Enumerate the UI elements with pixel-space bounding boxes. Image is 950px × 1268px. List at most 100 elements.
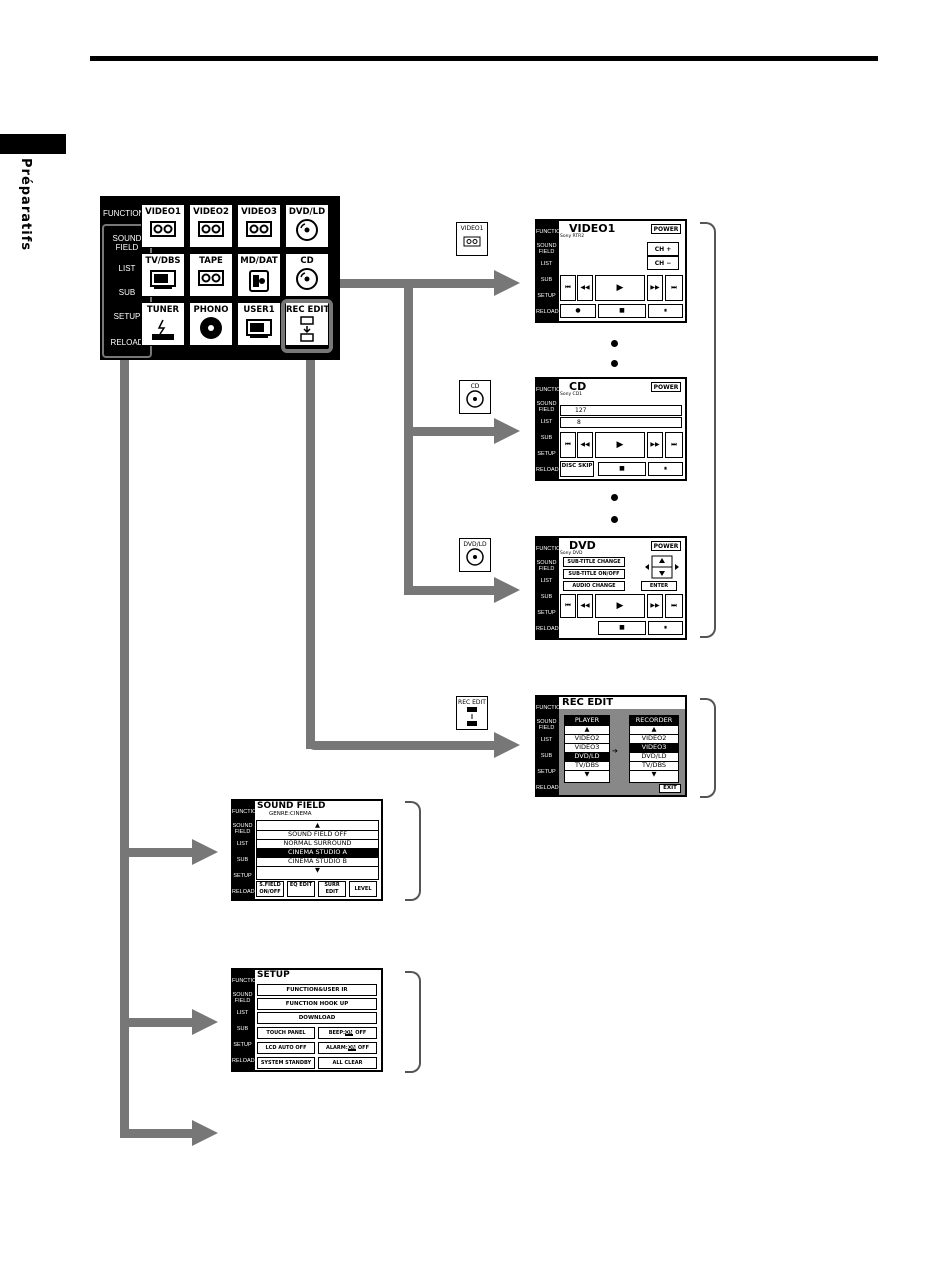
screen-menu-sound-field[interactable]: SOUND FIELD (536, 243, 557, 255)
screen-menu-list[interactable]: LIST (540, 578, 553, 584)
exit-button[interactable]: EXIT (659, 784, 681, 793)
screen-menu-sub[interactable]: SUB (236, 1026, 249, 1032)
scroll-up-icon[interactable]: ▲ (565, 725, 609, 735)
eq-edit-button[interactable]: EQ EDIT (287, 881, 315, 897)
screen-menu-function[interactable]: FUNCTION (232, 809, 261, 815)
enter-button[interactable]: ENTER (641, 581, 677, 591)
tile-phono[interactable]: PHONO (189, 302, 233, 346)
tile-dvd-ld[interactable]: DVD/LD (285, 204, 329, 248)
screen-menu-list[interactable]: LIST (540, 419, 553, 425)
screen-menu-list[interactable]: LIST (540, 737, 553, 743)
subtitle-onoff-button[interactable]: SUB-TITLE ON/OFF (563, 569, 625, 579)
alarm-toggle[interactable]: ALARM:ON OFF (318, 1042, 377, 1054)
screen-menu-setup[interactable]: SETUP (537, 451, 556, 457)
menu-sound-field[interactable]: SOUND FIELD (112, 234, 142, 252)
scroll-down-icon[interactable]: ▼ (315, 866, 320, 874)
tile-rec-edit[interactable]: REC EDIT (285, 302, 329, 346)
screen-menu-sound-field[interactable]: SOUND FIELD (232, 992, 253, 1004)
list-item[interactable]: TV/DBS (630, 761, 678, 771)
screen-menu-reload[interactable]: RELOAD (232, 1058, 255, 1064)
screen-menu-setup[interactable]: SETUP (537, 610, 556, 616)
screen-menu-sound-field[interactable]: SOUND FIELD (536, 560, 557, 572)
power-button[interactable]: POWER (651, 541, 681, 551)
function-hook-up-button[interactable]: FUNCTION HOOK UP (257, 998, 377, 1010)
fast-forward-button[interactable]: ▶▶ (647, 275, 663, 301)
all-clear-button[interactable]: ALL CLEAR (318, 1057, 377, 1069)
screen-menu-list[interactable]: LIST (540, 261, 553, 267)
previous-button[interactable]: ⏮ (560, 594, 576, 618)
pause-button[interactable]: ⏸ (648, 462, 683, 476)
next-button[interactable]: ⏭ (665, 275, 683, 301)
screen-menu-reload[interactable]: RELOAD (536, 467, 559, 473)
channel-down-button[interactable]: CH − (647, 256, 679, 270)
screen-menu-setup[interactable]: SETUP (537, 769, 556, 775)
disc-skip-button[interactable]: DISC SKIP (560, 461, 594, 477)
level-button[interactable]: LEVEL (349, 881, 377, 897)
tile-tuner[interactable]: TUNER (141, 302, 185, 346)
screen-menu-sub[interactable]: SUB (540, 753, 553, 759)
tile-user1[interactable]: USER1 (237, 302, 281, 346)
screen-menu-sound-field[interactable]: SOUND FIELD (232, 823, 253, 835)
rewind-button[interactable]: ◀◀ (577, 275, 593, 301)
stop-button[interactable]: ■ (598, 304, 646, 318)
menu-sub[interactable]: SUB (118, 288, 136, 297)
screen-menu-sub[interactable]: SUB (540, 277, 553, 283)
rewind-button[interactable]: ◀◀ (577, 594, 593, 618)
next-button[interactable]: ⏭ (665, 432, 683, 458)
screen-menu-list[interactable]: LIST (236, 841, 249, 847)
scroll-up-icon[interactable]: ▲ (630, 725, 678, 735)
screen-menu-function[interactable]: FUNCTION (536, 387, 565, 393)
screen-menu-sub[interactable]: SUB (236, 857, 249, 863)
tile-video2[interactable]: VIDEO2 (189, 204, 233, 248)
screen-menu-setup[interactable]: SETUP (233, 873, 252, 879)
screen-menu-setup[interactable]: SETUP (537, 293, 556, 299)
pause-button[interactable]: ⏸ (648, 304, 683, 318)
function-user-ir-button[interactable]: FUNCTION&USER IR (257, 984, 377, 996)
screen-menu-reload[interactable]: RELOAD (536, 626, 559, 632)
play-button[interactable]: ▶ (595, 432, 645, 458)
menu-setup[interactable]: SETUP (113, 312, 141, 321)
previous-button[interactable]: ⏮ (560, 432, 576, 458)
screen-menu-function[interactable]: FUNCTION (536, 546, 565, 552)
play-button[interactable]: ▶ (595, 275, 645, 301)
direction-pad-icon[interactable] (643, 555, 681, 579)
screen-menu-list[interactable]: LIST (236, 1010, 249, 1016)
screen-menu-function[interactable]: FUNCTION (536, 705, 565, 711)
list-item[interactable]: TV/DBS (565, 761, 609, 771)
surr-edit-button[interactable]: SURR EDIT (318, 881, 346, 897)
scroll-down-icon[interactable]: ▼ (651, 770, 657, 778)
power-button[interactable]: POWER (651, 224, 681, 234)
screen-menu-sub[interactable]: SUB (540, 435, 553, 441)
list-item-selected[interactable]: DVD/LD (565, 752, 609, 762)
fast-forward-button[interactable]: ▶▶ (647, 432, 663, 458)
tile-tv-dbs[interactable]: TV/DBS (141, 253, 185, 297)
screen-menu-reload[interactable]: RELOAD (232, 889, 255, 895)
previous-button[interactable]: ⏮ (560, 275, 576, 301)
tile-video3[interactable]: VIDEO3 (237, 204, 281, 248)
channel-up-button[interactable]: CH + (647, 242, 679, 256)
list-item-selected[interactable]: CINEMA STUDIO A (257, 848, 378, 858)
screen-menu-function[interactable]: FUNCTION (536, 229, 565, 235)
list-item-selected[interactable]: VIDEO3 (630, 743, 678, 753)
download-button[interactable]: DOWNLOAD (257, 1012, 377, 1024)
pause-button[interactable]: ⏸ (648, 621, 683, 635)
fast-forward-button[interactable]: ▶▶ (647, 594, 663, 618)
tile-md-dat[interactable]: MD/DAT (237, 253, 281, 297)
subtitle-change-button[interactable]: SUB-TITLE CHANGE (563, 557, 625, 567)
scroll-down-icon[interactable]: ▼ (584, 770, 590, 778)
power-button[interactable]: POWER (651, 382, 681, 392)
play-button[interactable]: ▶ (595, 594, 645, 618)
list-item[interactable]: DVD/LD (630, 752, 678, 762)
screen-menu-setup[interactable]: SETUP (233, 1042, 252, 1048)
touch-panel-button[interactable]: TOUCH PANEL (257, 1027, 315, 1039)
screen-menu-reload[interactable]: RELOAD (536, 309, 559, 315)
screen-menu-reload[interactable]: RELOAD (536, 785, 559, 791)
beep-toggle[interactable]: BEEP:ON OFF (318, 1027, 377, 1039)
screen-menu-sub[interactable]: SUB (540, 594, 553, 600)
screen-menu-sound-field[interactable]: SOUND FIELD (536, 401, 557, 413)
audio-change-button[interactable]: AUDIO CHANGE (563, 581, 625, 591)
record-button[interactable]: ● (560, 304, 596, 318)
stop-button[interactable]: ■ (598, 621, 646, 635)
scroll-up-icon[interactable]: ▲ (257, 821, 378, 831)
tile-video1[interactable]: VIDEO1 (141, 204, 185, 248)
